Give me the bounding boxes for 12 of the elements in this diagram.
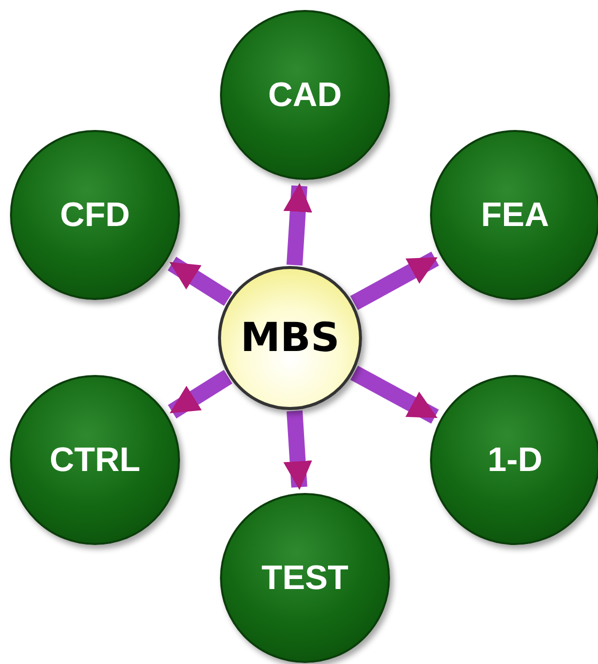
node-label: CFD xyxy=(60,196,130,234)
block-arrow xyxy=(283,410,312,490)
node-label: CAD xyxy=(268,76,342,114)
block-arrow xyxy=(350,252,439,310)
node-label: MBS xyxy=(240,315,340,361)
node-label: TEST xyxy=(262,558,348,598)
block-arrow xyxy=(168,256,233,306)
node-label: FEA xyxy=(481,196,549,234)
block-arrow xyxy=(168,370,232,419)
node-label: CTRL xyxy=(50,440,140,480)
node-label: 1-D xyxy=(488,440,542,480)
block-arrow xyxy=(283,182,312,266)
